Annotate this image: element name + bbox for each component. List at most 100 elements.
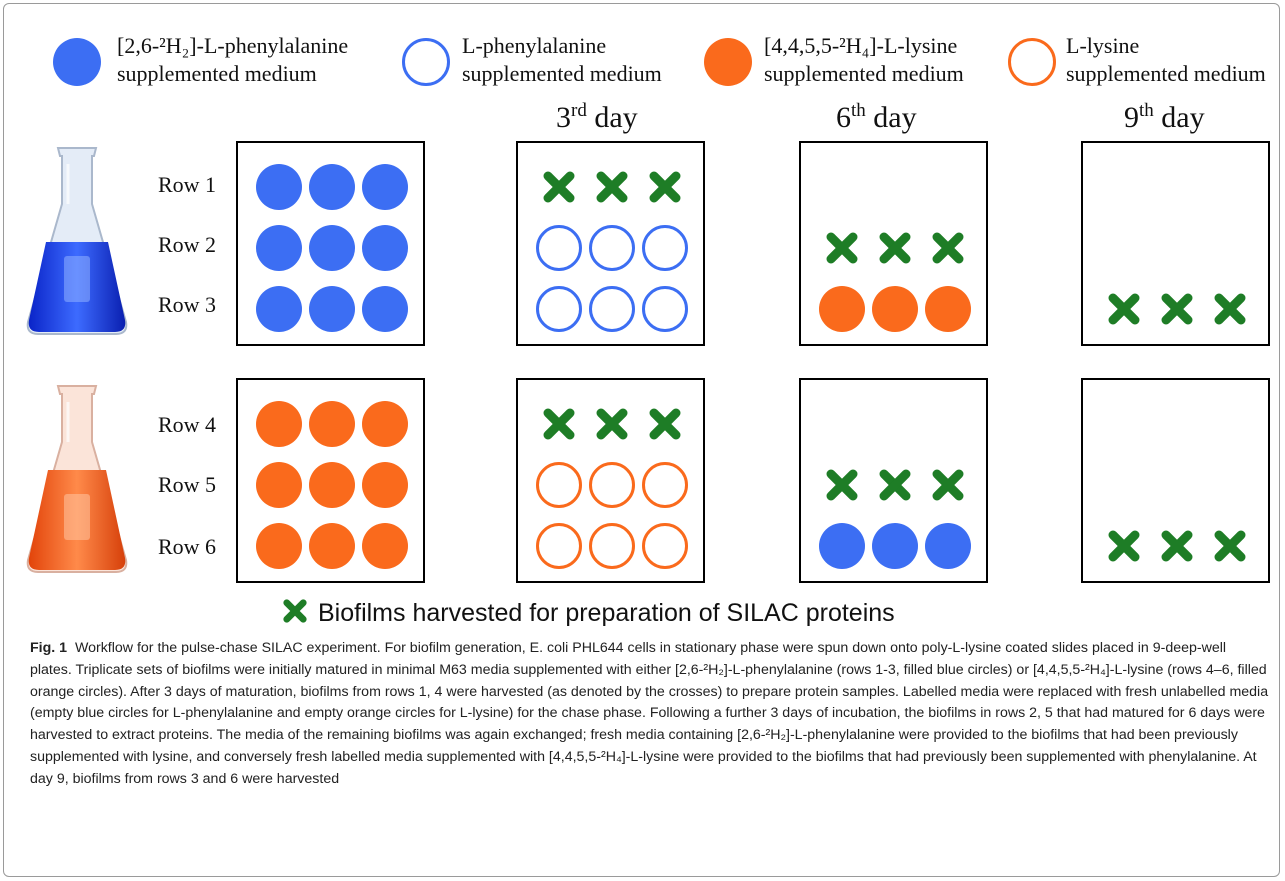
empty-orange-well bbox=[589, 462, 635, 508]
filled-blue-well bbox=[256, 225, 302, 271]
harvest-cross-icon bbox=[649, 171, 681, 203]
filled-blue-well bbox=[362, 225, 408, 271]
day-suffix: th bbox=[851, 100, 866, 121]
empty-orange-well bbox=[536, 462, 582, 508]
filled-orange-well bbox=[256, 401, 302, 447]
blue-flask-icon bbox=[26, 147, 128, 335]
day-word: day bbox=[594, 101, 638, 134]
filled-orange-well bbox=[256, 523, 302, 569]
legend-label-labelled-lysine: [4,4,5,5-²H₄]-L-lysine supplemented medi… bbox=[764, 32, 964, 88]
harvest-cross-icon bbox=[879, 232, 911, 264]
figure-frame: [2,6-²H₂]-L-phenylalanine supplemented m… bbox=[3, 3, 1280, 877]
harvest-cross-icon bbox=[879, 469, 911, 501]
legend-label-phenylalanine: L-phenylalanine supplemented medium bbox=[462, 32, 662, 88]
orange-flask-icon bbox=[26, 385, 128, 573]
legend-empty-blue-circle bbox=[402, 38, 450, 86]
cross-icon bbox=[283, 599, 307, 623]
day-header-9: 9th day bbox=[1124, 100, 1205, 135]
filled-orange-well bbox=[872, 286, 918, 332]
harvest-cross-icon bbox=[1161, 530, 1193, 562]
filled-blue-well bbox=[872, 523, 918, 569]
empty-orange-well bbox=[536, 523, 582, 569]
plate-bottom-day3 bbox=[516, 378, 705, 583]
harvest-cross-icon bbox=[543, 171, 575, 203]
empty-orange-well bbox=[589, 523, 635, 569]
filled-blue-well bbox=[256, 164, 302, 210]
legend-empty-orange-circle bbox=[1008, 38, 1056, 86]
legend-label-labelled-phenylalanine: [2,6-²H₂]-L-phenylalanine supplemented m… bbox=[117, 32, 348, 88]
filled-blue-well bbox=[362, 164, 408, 210]
harvest-cross-icon bbox=[543, 408, 575, 440]
legend-line: [2,6-²H₂]-L-phenylalanine bbox=[117, 33, 349, 58]
legend-filled-blue-circle bbox=[53, 38, 101, 86]
legend-line: supplemented medium bbox=[117, 61, 317, 86]
empty-blue-well bbox=[536, 286, 582, 332]
harvest-note-text: Biofilms harvested for preparation of SI… bbox=[318, 599, 895, 627]
harvest-cross-icon bbox=[596, 408, 628, 440]
plate-bottom-day6 bbox=[799, 378, 988, 583]
row-label-6: Row 6 bbox=[158, 534, 217, 559]
harvest-cross-icon bbox=[932, 232, 964, 264]
plate-top-day3 bbox=[516, 141, 705, 346]
filled-blue-well bbox=[309, 225, 355, 271]
harvest-cross-icon bbox=[1108, 293, 1140, 325]
row-label-2: Row 2 bbox=[158, 232, 217, 257]
plate-bottom-day9 bbox=[1081, 378, 1270, 583]
row-label-1: Row 1 bbox=[158, 172, 217, 197]
empty-blue-well bbox=[589, 225, 635, 271]
harvest-cross-icon bbox=[1214, 293, 1246, 325]
legend-line: supplemented medium bbox=[462, 61, 662, 86]
legend-label-lysine: L-lysine supplemented medium bbox=[1066, 32, 1266, 88]
caption-text: Workflow for the pulse-chase SILAC exper… bbox=[30, 640, 1269, 787]
day-header-6: 6th day bbox=[836, 100, 917, 135]
day-word: day bbox=[873, 101, 917, 134]
harvest-cross-icon bbox=[1214, 530, 1246, 562]
row-label-4: Row 4 bbox=[158, 412, 217, 437]
row-label-5: Row 5 bbox=[158, 472, 217, 497]
filled-orange-well bbox=[362, 462, 408, 508]
day-number: 9 bbox=[1124, 101, 1139, 134]
plate-bottom-day0 bbox=[236, 378, 425, 583]
filled-orange-well bbox=[362, 401, 408, 447]
filled-orange-well bbox=[309, 523, 355, 569]
day-number: 3 bbox=[556, 101, 571, 134]
figure-caption: Fig. 1 Workflow for the pulse-chase SILA… bbox=[30, 638, 1270, 791]
empty-blue-well bbox=[642, 225, 688, 271]
harvest-cross-icon bbox=[932, 469, 964, 501]
harvest-cross-icon bbox=[596, 171, 628, 203]
harvest-cross-icon bbox=[649, 408, 681, 440]
figure-label: Fig. 1 bbox=[30, 640, 68, 656]
empty-orange-well bbox=[642, 462, 688, 508]
filled-orange-well bbox=[362, 523, 408, 569]
empty-blue-well bbox=[642, 286, 688, 332]
filled-orange-well bbox=[819, 286, 865, 332]
harvest-cross-icon bbox=[1161, 293, 1193, 325]
legend-line: supplemented medium bbox=[764, 61, 964, 86]
harvest-cross-icon bbox=[1108, 530, 1140, 562]
day-suffix: th bbox=[1139, 100, 1154, 121]
legend-line: L-lysine bbox=[1066, 33, 1140, 58]
plate-top-day0 bbox=[236, 141, 425, 346]
plate-top-day6 bbox=[799, 141, 988, 346]
filled-blue-well bbox=[256, 286, 302, 332]
filled-blue-well bbox=[819, 523, 865, 569]
filled-orange-well bbox=[256, 462, 302, 508]
legend-line: [4,4,5,5-²H₄]-L-lysine bbox=[764, 33, 958, 58]
empty-blue-well bbox=[589, 286, 635, 332]
filled-blue-well bbox=[309, 286, 355, 332]
empty-orange-well bbox=[642, 523, 688, 569]
row-label-3: Row 3 bbox=[158, 292, 217, 317]
day-word: day bbox=[1161, 101, 1205, 134]
filled-blue-well bbox=[309, 164, 355, 210]
plate-top-day9 bbox=[1081, 141, 1270, 346]
filled-blue-well bbox=[362, 286, 408, 332]
filled-orange-well bbox=[309, 401, 355, 447]
filled-orange-well bbox=[309, 462, 355, 508]
harvest-cross-icon bbox=[826, 469, 858, 501]
day-number: 6 bbox=[836, 101, 851, 134]
legend-line: L-phenylalanine bbox=[462, 33, 607, 58]
legend-line: supplemented medium bbox=[1066, 61, 1266, 86]
harvest-note: Biofilms harvested for preparation of SI… bbox=[280, 596, 895, 628]
filled-blue-well bbox=[925, 523, 971, 569]
empty-blue-well bbox=[536, 225, 582, 271]
